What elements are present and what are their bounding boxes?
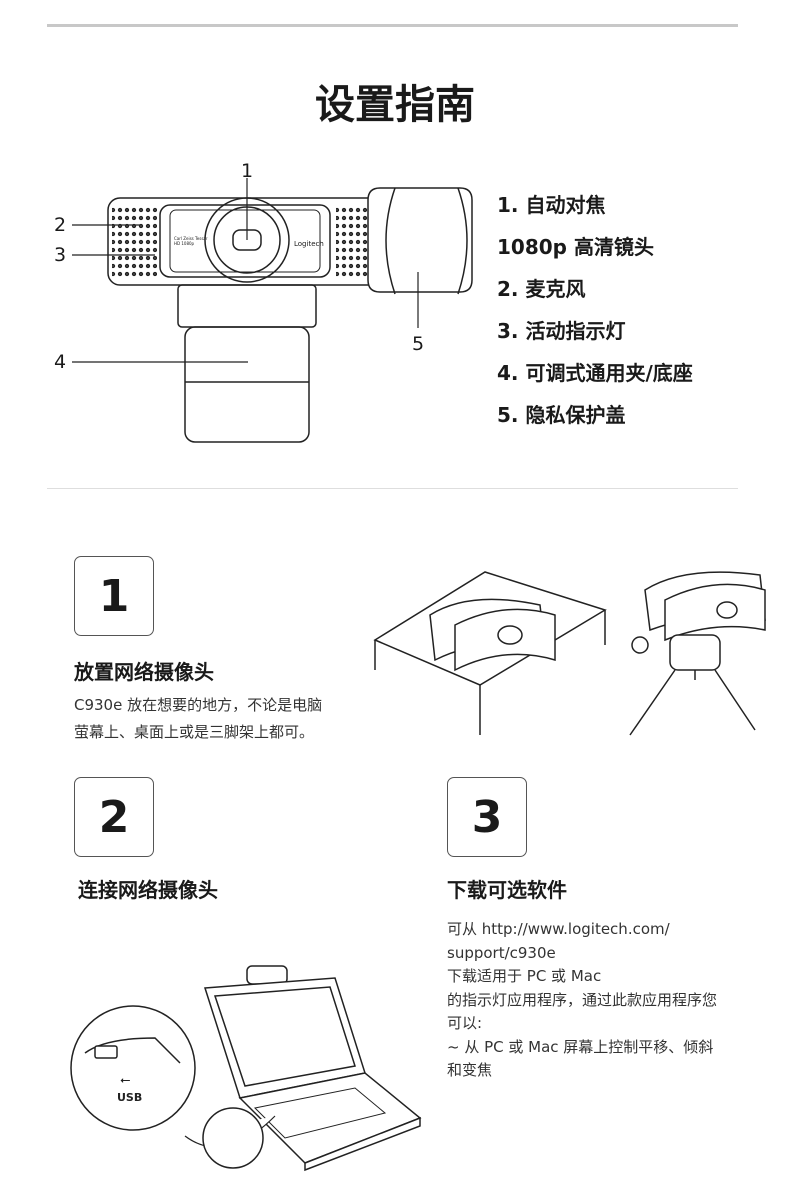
callout-5: 5: [412, 333, 425, 355]
legend-item: 1. 自动对焦: [497, 193, 606, 217]
download-link-text[interactable]: support/c930e: [447, 943, 556, 962]
top-divider: [47, 24, 738, 27]
callout-1: 1: [241, 160, 254, 182]
step-3-text: 可从 http://www.logitech.com/ support/c930…: [447, 918, 717, 1083]
step-3-heading: 下载可选软件: [447, 878, 567, 902]
text-line: ~ 从 PC 或 Mac 屏幕上控制平移、倾斜: [447, 1037, 714, 1056]
page-title: 设置指南: [315, 82, 475, 128]
legend-item: 1080p 高清镜头: [497, 235, 654, 259]
lens-text: Carl Zeiss Tessar HD 1080p: [174, 236, 208, 246]
step-1-heading: 放置网络摄像头: [74, 660, 214, 684]
text-line: 下载适用于 PC 或 Mac: [447, 967, 602, 985]
usb-icon: ⭠: [120, 1073, 130, 1088]
step-1-text: C930e 放在想要的地方，不论是电脑 萤幕上、桌面上或是三脚架上都可。: [74, 692, 322, 746]
component-legend: 1. 自动对焦 1080p 高清镜头 2. 麦克风 3. 活动指示灯 4. 可调…: [497, 188, 693, 440]
text-line: 可以:: [447, 1014, 483, 1032]
callout-4: 4: [54, 351, 67, 373]
laptop-usb-illustration: USB ⭠: [70, 965, 422, 1172]
legend-item: 4. 可调式通用夹/底座: [497, 361, 693, 385]
legend-item: 2. 麦克风: [497, 277, 586, 301]
text-line: 的指示灯应用程序，通过此款应用程序您: [447, 990, 718, 1009]
webcam-on-tripod-illustration: [629, 571, 766, 736]
text-line: 萤幕上、桌面上或是三脚架上都可。: [74, 723, 315, 741]
step-1-number: 1: [74, 556, 154, 636]
download-link-text[interactable]: 可从 http://www.logitech.com/: [447, 920, 670, 938]
callout-2: 2: [54, 214, 67, 236]
section-divider: [47, 488, 738, 489]
logitech-logo: Logitech: [294, 240, 324, 248]
text-line: 和变焦: [447, 1061, 493, 1079]
webcam-diagram: [72, 178, 473, 443]
webcam-on-desk-illustration: [373, 571, 607, 735]
step-2-number: 2: [74, 777, 154, 857]
step-2-heading: 连接网络摄像头: [78, 878, 218, 902]
text-line: C930e 放在想要的地方，不论是电脑: [74, 696, 323, 714]
step-3-number: 3: [447, 777, 527, 857]
legend-item: 3. 活动指示灯: [497, 319, 626, 343]
legend-item: 5. 隐私保护盖: [497, 403, 626, 427]
callout-3: 3: [54, 244, 67, 266]
usb-label: USB: [117, 1091, 142, 1104]
